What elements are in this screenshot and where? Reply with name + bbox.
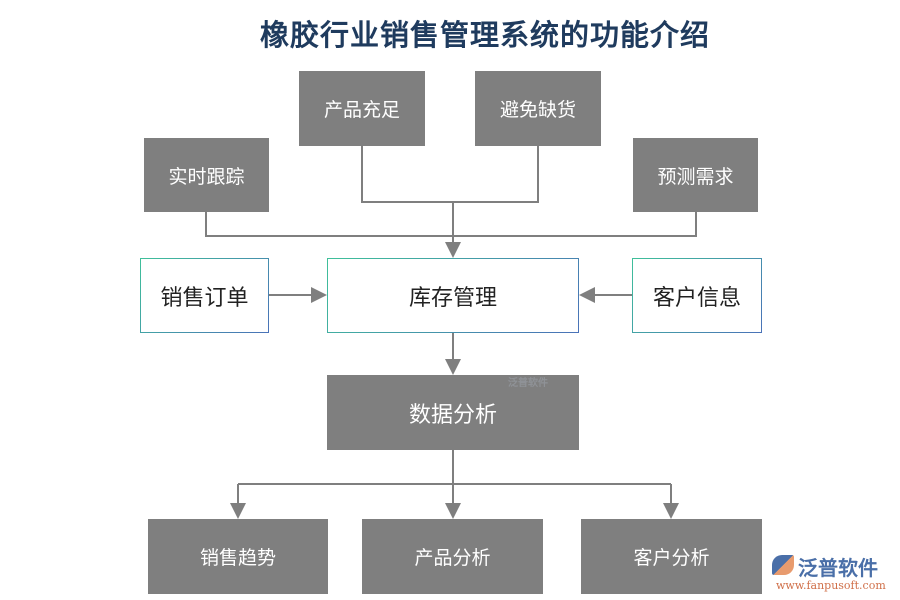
node-sales-order: 销售订单 xyxy=(140,258,269,333)
node-sales-trend: 销售趋势 xyxy=(148,519,328,594)
logo-name: 泛普软件 xyxy=(798,556,878,580)
node-forecast-demand: 预测需求 xyxy=(633,138,758,212)
node-data-analysis: 数据分析 xyxy=(327,375,579,450)
fanpusoft-logo: 泛普软件 www.fanpusoft.com xyxy=(768,552,896,596)
node-inventory-management: 库存管理 xyxy=(327,258,579,333)
connector-top xyxy=(361,146,539,203)
node-product-analysis: 产品分析 xyxy=(362,519,543,594)
node-customer-info: 客户信息 xyxy=(632,258,762,333)
node-customer-analysis: 客户分析 xyxy=(581,519,762,594)
page-title: 橡胶行业销售管理系统的功能介绍 xyxy=(259,18,710,52)
logo-url: www.fanpusoft.com xyxy=(776,579,886,592)
node-product-sufficient: 产品充足 xyxy=(299,71,425,146)
connector-side xyxy=(205,212,697,237)
node-realtime-tracking: 实时跟踪 xyxy=(144,138,269,212)
connector-bottom xyxy=(238,450,671,485)
watermark: 泛普软件 xyxy=(508,378,548,389)
node-avoid-shortage: 避免缺货 xyxy=(475,71,601,146)
logo-icon xyxy=(772,555,794,575)
